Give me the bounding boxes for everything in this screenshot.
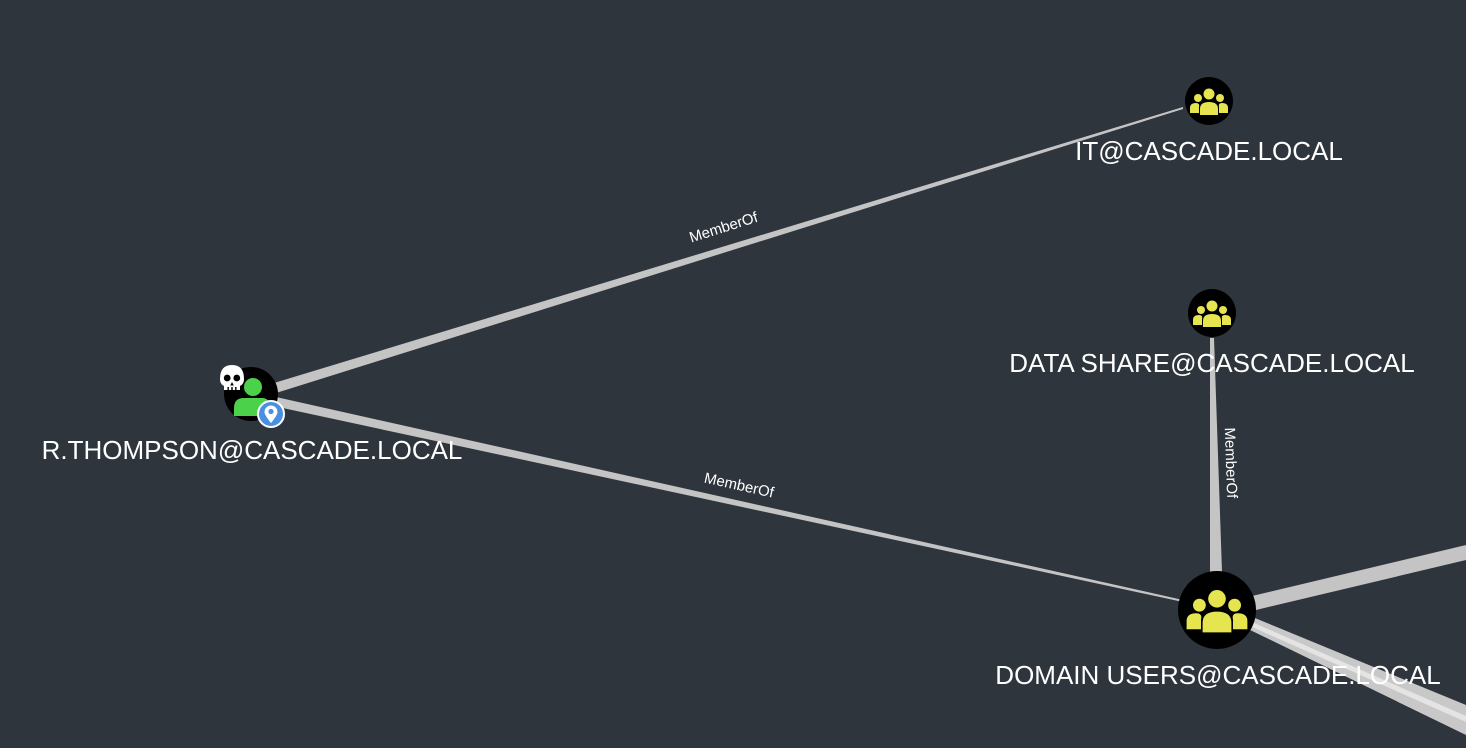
- node-group-domain-users[interactable]: [1178, 571, 1256, 649]
- edge-label-data-share-to-domain-users: MemberOf: [1221, 427, 1240, 499]
- group-icon: [1186, 590, 1248, 633]
- group-icon: [1190, 88, 1228, 115]
- location-pin-icon: [257, 400, 285, 428]
- edge-data-share-to-domain-users[interactable]: [1210, 338, 1222, 572]
- group-icon: [1193, 300, 1231, 327]
- edge-rthompson-to-it[interactable]: [274, 107, 1183, 393]
- node-label-domain-users: DOMAIN USERS@CASCADE.LOCAL: [995, 660, 1440, 690]
- node-group-data-share[interactable]: [1188, 289, 1236, 337]
- node-circle: [1188, 289, 1236, 337]
- node-circle: [1178, 571, 1256, 649]
- edges-layer: [274, 107, 1466, 735]
- node-user-rthompson[interactable]: [220, 365, 285, 428]
- edge-rthompson-to-domain-users[interactable]: [276, 397, 1183, 602]
- edge-domain-users-offscreen-upper[interactable]: [1252, 545, 1466, 610]
- edge-domain-users-offscreen-lower-inner: [1250, 622, 1466, 722]
- node-label-it: IT@CASCADE.LOCAL: [1075, 136, 1343, 166]
- node-label-rthompson: R.THOMPSON@CASCADE.LOCAL: [42, 435, 463, 465]
- node-label-data-share: DATA SHARE@CASCADE.LOCAL: [1009, 348, 1414, 378]
- node-group-it[interactable]: [1185, 77, 1233, 125]
- skull-icon: [220, 365, 244, 390]
- node-circle: [1185, 77, 1233, 125]
